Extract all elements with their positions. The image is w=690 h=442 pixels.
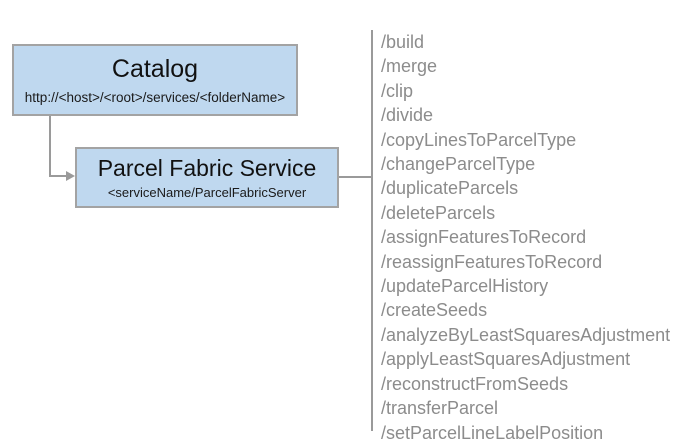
list-item: /transferParcel bbox=[381, 398, 499, 419]
node-catalog-subtitle: http://<host>/<root>/services/<folderNam… bbox=[24, 89, 286, 105]
list-item: /createSeeds bbox=[381, 300, 488, 321]
arrow-head-icon bbox=[66, 171, 75, 181]
list-item: /build bbox=[381, 32, 425, 52]
list-item: /reconstructFromSeeds bbox=[381, 373, 569, 394]
list-item: /clip bbox=[381, 80, 414, 101]
list-item: /copyLinesToParcelType bbox=[381, 129, 577, 150]
node-parcel-fabric-service-title: Parcel Fabric Service bbox=[97, 154, 317, 181]
node-parcel-fabric-service-subtitle: <serviceName/ParcelFabricServer bbox=[107, 185, 307, 200]
operations-divider bbox=[371, 30, 373, 431]
connector-catalog-vertical bbox=[49, 116, 51, 177]
connector-catalog-horizontal bbox=[49, 175, 73, 177]
list-item: /divide bbox=[381, 105, 434, 126]
list-item: /changeParcelType bbox=[381, 154, 536, 175]
connector-service-to-operations bbox=[339, 176, 372, 178]
node-parcel-fabric-service: Parcel Fabric Service <serviceName/Parce… bbox=[75, 147, 339, 208]
list-item: /analyzeByLeastSquaresAdjustment bbox=[381, 324, 671, 345]
list-item: /applyLeastSquaresAdjustment bbox=[381, 349, 631, 370]
list-item: /duplicateParcels bbox=[381, 178, 519, 199]
list-item: /deleteParcels bbox=[381, 202, 496, 223]
list-item: /setParcelLineLabelPosition bbox=[381, 422, 604, 442]
list-item: /updateParcelHistory bbox=[381, 276, 549, 297]
list-item: /assignFeaturesToRecord bbox=[381, 227, 587, 248]
node-catalog: Catalog http://<host>/<root>/services/<f… bbox=[12, 44, 298, 116]
list-item: /reassignFeaturesToRecord bbox=[381, 251, 603, 272]
node-catalog-title: Catalog bbox=[111, 55, 199, 84]
list-item: /merge bbox=[381, 56, 438, 77]
operations-list: /build /merge /clip /divide /copyLinesTo… bbox=[381, 30, 681, 442]
